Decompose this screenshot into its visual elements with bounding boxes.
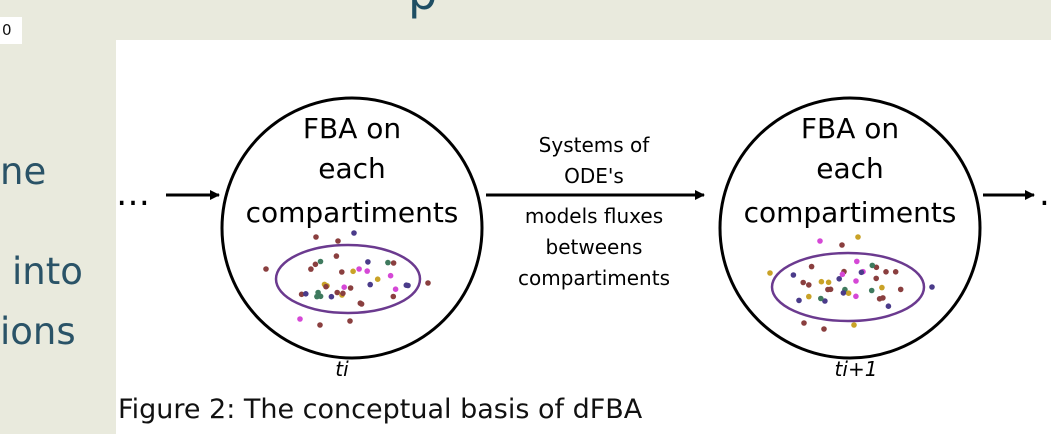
metabolite-dot xyxy=(801,320,807,326)
right-node-line1: FBA on xyxy=(801,112,899,145)
metabolite-dot xyxy=(391,260,397,266)
figure-caption: Figure 2: The conceptual basis of dFBA xyxy=(118,394,642,425)
metabolite-dot xyxy=(893,269,899,275)
metabolite-dot xyxy=(317,322,323,328)
metabolite-dot xyxy=(836,276,842,282)
metabolite-dot xyxy=(846,290,852,296)
metabolite-dot xyxy=(341,284,347,290)
left-node-line1: FBA on xyxy=(303,112,401,145)
metabolite-dot xyxy=(351,230,357,236)
metabolite-dot xyxy=(263,266,269,272)
left-time-label: ti xyxy=(335,357,349,381)
metabolite-dot xyxy=(348,285,354,291)
middle-label-line1: Systems of xyxy=(539,133,651,157)
metabolite-dot xyxy=(313,234,319,240)
metabolite-dot xyxy=(359,301,365,307)
metabolite-dot xyxy=(870,263,876,269)
metabolite-dot xyxy=(818,296,824,302)
metabolite-dot xyxy=(334,253,340,259)
left-node-line2: each xyxy=(318,152,386,185)
metabolite-dot xyxy=(318,294,324,300)
metabolite-dot xyxy=(323,284,329,290)
metabolite-dot xyxy=(806,294,812,300)
metabolite-dot xyxy=(388,273,394,279)
metabolite-dot xyxy=(819,279,825,285)
metabolite-dot xyxy=(839,242,845,248)
middle-label-line4: betweens xyxy=(546,235,643,259)
metabolite-dot xyxy=(817,238,823,244)
middle-label-line5: compartiments xyxy=(518,266,670,290)
middle-label-line3: models fluxes xyxy=(525,204,663,228)
right-ellipsis: . xyxy=(1039,174,1050,214)
metabolite-dot xyxy=(929,284,935,290)
metabolite-dot xyxy=(339,269,345,275)
right-node-line2: each xyxy=(816,152,884,185)
metabolite-dot xyxy=(425,280,431,286)
metabolite-dot xyxy=(826,280,832,286)
metabolite-dot xyxy=(791,272,797,278)
metabolite-dot xyxy=(375,276,381,282)
metabolite-dot xyxy=(404,282,410,288)
left-ellipsis: … xyxy=(116,174,150,214)
metabolite-dot xyxy=(800,280,806,286)
metabolite-dot xyxy=(821,326,827,332)
metabolite-dot xyxy=(859,270,865,276)
metabolite-dot xyxy=(851,322,857,328)
metabolite-dot xyxy=(877,296,883,302)
metabolite-dot xyxy=(385,260,391,266)
metabolite-dot xyxy=(367,282,373,288)
metabolite-dot xyxy=(340,291,346,297)
metabolite-dot xyxy=(854,259,860,265)
metabolite-dot xyxy=(853,278,859,284)
left-node-line3: compartiments xyxy=(246,196,459,229)
metabolite-dot xyxy=(364,268,370,274)
metabolite-dot xyxy=(898,287,904,293)
metabolite-dot xyxy=(356,266,362,272)
metabolite-dot xyxy=(313,262,319,268)
metabolite-dot xyxy=(303,291,309,297)
metabolite-dot xyxy=(825,287,831,293)
metabolite-dot xyxy=(347,318,353,324)
metabolite-dot xyxy=(318,259,324,265)
metabolite-dot xyxy=(329,294,335,300)
metabolite-dot xyxy=(855,234,861,240)
metabolite-dot xyxy=(879,285,885,291)
metabolite-dot xyxy=(334,290,340,296)
metabolite-dot xyxy=(886,303,892,309)
metabolite-dot xyxy=(840,272,846,278)
metabolite-dot xyxy=(853,294,859,300)
metabolite-dot xyxy=(809,264,815,270)
metabolite-dot xyxy=(350,269,356,275)
metabolite-dot xyxy=(365,259,371,265)
metabolite-dot xyxy=(308,266,314,272)
metabolite-dot xyxy=(391,294,397,300)
metabolite-dot xyxy=(869,288,875,294)
metabolite-dot xyxy=(335,238,341,244)
metabolite-dot xyxy=(393,286,399,292)
right-time-label: ti+1 xyxy=(835,357,878,381)
metabolite-dot xyxy=(841,290,847,296)
metabolite-dot xyxy=(806,282,812,288)
metabolite-dot xyxy=(873,276,879,282)
middle-label-line2: ODE's xyxy=(564,164,624,188)
metabolite-dot xyxy=(767,270,773,276)
metabolite-dot xyxy=(297,316,303,322)
metabolite-dot xyxy=(796,298,802,304)
right-node-line3: compartiments xyxy=(744,196,957,229)
metabolite-dot xyxy=(883,269,889,275)
